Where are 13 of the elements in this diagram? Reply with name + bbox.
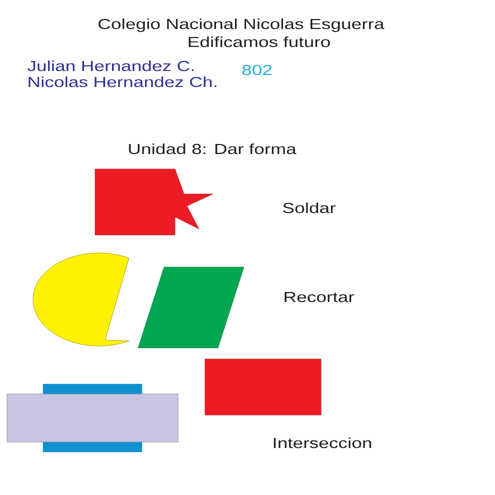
operation-label: Soldar	[283, 202, 336, 214]
rectangle	[6, 394, 178, 442]
motto: Edificamos futuro	[188, 36, 330, 48]
unit-title: Unidad 8: Dar forma	[129, 144, 296, 154]
author-name: Nicolas Hernandez Ch.	[28, 76, 216, 88]
school-name: Colegio Nacional Nicolas Esguerra	[98, 18, 384, 32]
rectangle	[204, 358, 322, 416]
square-star-shape	[94, 168, 214, 236]
author-name: Julian Hernandez C.	[28, 60, 194, 72]
operation-label: Recortar	[284, 292, 354, 302]
parallelogram	[138, 266, 244, 348]
operation-label: Interseccion	[274, 438, 372, 448]
class-number: 802	[242, 64, 272, 76]
